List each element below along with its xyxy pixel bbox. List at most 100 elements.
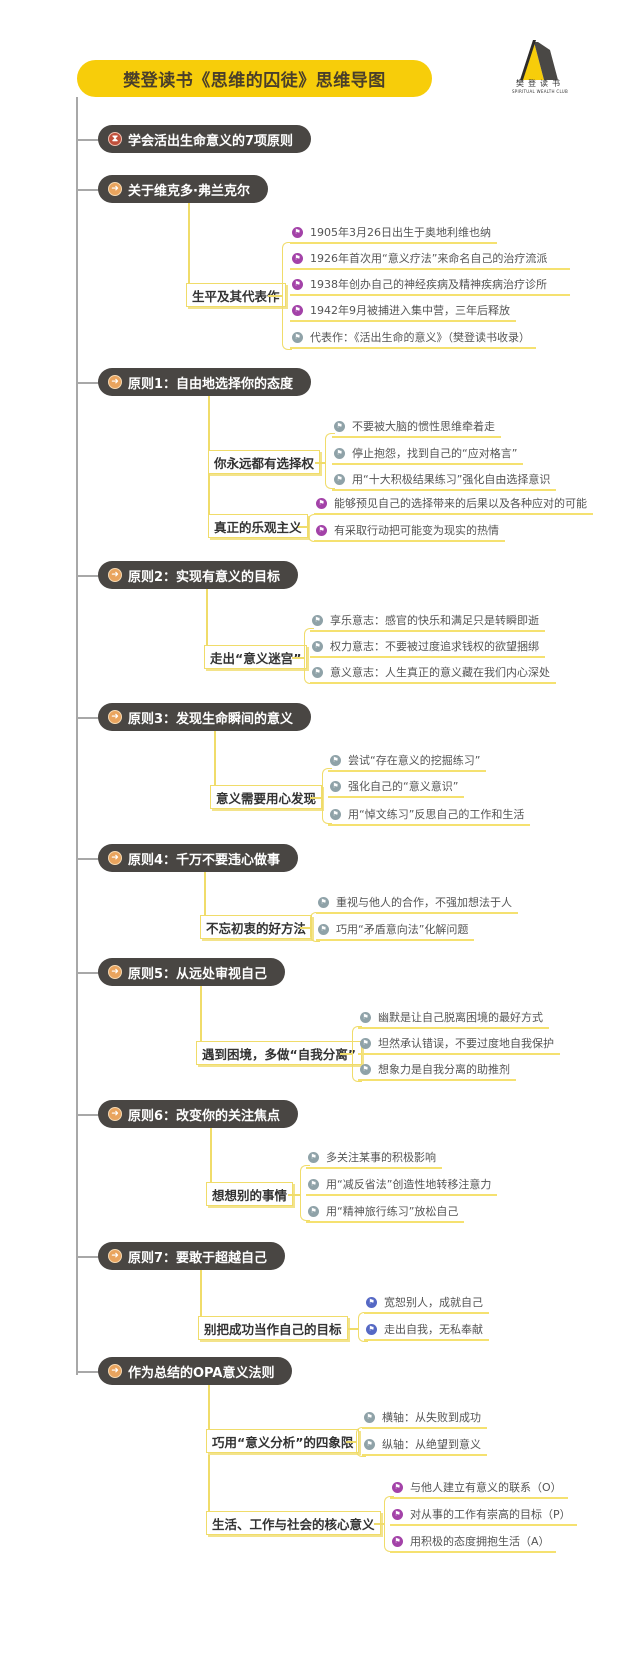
flag-icon: ⚑: [392, 1508, 403, 1520]
connector: [308, 514, 318, 542]
flag-icon: ⚑: [330, 808, 341, 820]
arrow-right-icon: ➜: [108, 375, 122, 389]
main-node-label: 作为总结的OPA意义法则: [128, 1365, 275, 1381]
main-node-label: 原则4：千万不要违心做事: [128, 852, 281, 868]
connector: [76, 139, 100, 141]
connector: [268, 295, 282, 297]
connector: [76, 382, 100, 384]
sub-node-meaning-maze[interactable]: 走出“意义迷宫”: [204, 645, 308, 669]
connector: [208, 1385, 210, 1525]
connector: [304, 628, 314, 684]
arrow-right-icon: ➜: [108, 1364, 122, 1378]
main-node-label: 原则1：自由地选择你的态度: [128, 376, 294, 392]
arrow-right-icon: ➜: [108, 1249, 122, 1263]
main-node-about-frankl[interactable]: ➜ 关于维克多·弗兰克尔: [98, 175, 268, 203]
main-node-principle-6[interactable]: ➜ 原则6：改变你的关注焦点: [98, 1100, 299, 1128]
connector: [188, 203, 190, 295]
connector: [76, 575, 100, 577]
flag-icon: ⚑: [330, 780, 341, 792]
connector: [200, 986, 202, 1052]
sub-node-self-detachment[interactable]: 遇到困境，多做“自我分离”: [196, 1041, 362, 1065]
connector: [374, 1523, 384, 1525]
connector: [282, 242, 292, 350]
flag-icon: ⚑: [292, 278, 303, 290]
connector: [348, 1328, 358, 1330]
mindmap-title: 樊登读书《思维的囚徒》思维导图: [77, 60, 432, 97]
hourglass-icon: ⧗: [108, 132, 122, 146]
sub-node-optimism[interactable]: 真正的乐观主义: [208, 514, 308, 538]
arrow-right-icon: ➜: [108, 965, 122, 979]
main-node-label: 原则3：发现生命瞬间的意义: [128, 711, 294, 727]
flag-icon: ⚑: [292, 252, 303, 264]
flag-icon: ⚑: [364, 1411, 375, 1423]
main-node-label: 学会活出生命意义的7项原则: [128, 133, 294, 149]
leaf-item: ⚑巧用“矛盾意向法”化解问题: [316, 919, 475, 941]
connector: [346, 1441, 356, 1443]
flag-icon: ⚑: [330, 754, 341, 766]
connector: [214, 731, 216, 797]
leaf-item: ⚑不要被大脑的惯性思维牵着走: [332, 416, 501, 438]
sub-node-think-else[interactable]: 想想别的事情: [206, 1182, 294, 1206]
flag-icon: ⚑: [308, 1151, 319, 1163]
connector: [298, 526, 308, 528]
main-node-label: 原则7：要敢于超越自己: [128, 1250, 268, 1266]
main-node-principle-2[interactable]: ➜ 原则2：实现有意义的目标: [98, 561, 299, 589]
leaf-item: ⚑幽默是让自己脱离困境的最好方式: [358, 1007, 549, 1029]
leaf-item: ⚑纵轴：从绝望到意义: [362, 1434, 487, 1456]
connector: [76, 717, 100, 719]
leaf-item: ⚑强化自己的“意义意识”: [328, 776, 465, 798]
sub-node-not-success[interactable]: 别把成功当作自己的目标: [198, 1316, 348, 1340]
connector: [325, 433, 335, 489]
arrow-right-icon: ➜: [108, 710, 122, 724]
leaf-item: ⚑用“悼文练习”反思自己的工作和生活: [328, 804, 531, 826]
flag-icon: ⚑: [312, 640, 323, 652]
flag-icon: ⚑: [364, 1438, 375, 1450]
connector: [204, 872, 206, 928]
flag-icon: ⚑: [308, 1178, 319, 1190]
flag-icon: ⚑: [366, 1296, 377, 1308]
arrow-right-icon: ➜: [108, 1107, 122, 1121]
leaf-item: ⚑用“减反省法”创造性地转移注意力: [306, 1174, 498, 1196]
arrow-right-icon: ➜: [108, 182, 122, 196]
leaf-item: ⚑横轴：从失败到成功: [362, 1407, 487, 1429]
leaf-item: ⚑重视与他人的合作，不强加想法于人: [316, 892, 518, 914]
connector: [356, 1427, 366, 1457]
leaf-item: ⚑1942年9月被捕进入集中营，三年后释放: [290, 300, 516, 322]
sub-node-discover-meaning[interactable]: 意义需要用心发现: [210, 785, 323, 809]
flag-icon: ⚑: [316, 497, 327, 509]
connector: [300, 1165, 310, 1221]
main-node-label: 原则6：改变你的关注焦点: [128, 1108, 281, 1124]
leaf-item: ⚑1905年3月26日出生于奥地利维也纳: [290, 222, 497, 244]
flag-icon: ⚑: [360, 1011, 371, 1023]
connector: [76, 972, 100, 974]
leaf-item: ⚑1938年创办自己的神经疾病及精神疾病治疗诊所: [290, 274, 570, 296]
tent-logo-icon: [520, 40, 558, 80]
flag-icon: ⚑: [292, 226, 303, 238]
sub-node-original-intention[interactable]: 不忘初衷的好方法: [200, 915, 313, 939]
sub-node-four-quadrants[interactable]: 巧用“意义分析”的四象限: [206, 1429, 360, 1453]
leaf-item: ⚑与他人建立有意义的联系（O）: [390, 1477, 568, 1499]
connector: [358, 1312, 368, 1342]
connector: [292, 657, 304, 659]
leaf-item: ⚑尝试“存在意义的挖掘练习”: [328, 750, 487, 772]
flag-icon: ⚑: [292, 331, 303, 343]
main-node-principle-4[interactable]: ➜ 原则4：千万不要违心做事: [98, 844, 299, 872]
connector: [210, 1128, 212, 1194]
main-node-principle-1[interactable]: ➜ 原则1：自由地选择你的态度: [98, 368, 312, 396]
connector: [340, 1053, 352, 1055]
connector: [310, 912, 320, 942]
flag-icon: ⚑: [292, 304, 303, 316]
sub-node-core-meaning[interactable]: 生活、工作与社会的核心意义: [206, 1511, 381, 1535]
connector: [352, 1026, 362, 1082]
leaf-item: ⚑停止抱怨，找到自己的“应对格言”: [332, 443, 524, 465]
main-node-seven-principles[interactable]: ⧗ 学会活出生命意义的7项原则: [98, 125, 312, 153]
arrow-right-icon: ➜: [108, 568, 122, 582]
main-node-principle-7[interactable]: ➜ 原则7：要敢于超越自己: [98, 1242, 286, 1270]
sub-node-choice[interactable]: 你永远都有选择权: [208, 450, 321, 474]
main-node-label: 原则5：从远处审视自己: [128, 966, 268, 982]
main-node-opa[interactable]: ➜ 作为总结的OPA意义法则: [98, 1357, 293, 1385]
leaf-item: ⚑宽恕别人，成就自己: [364, 1292, 489, 1314]
leaf-item: ⚑1926年首次用“意义疗法”来命名自己的治疗流派: [290, 248, 570, 270]
main-node-principle-5[interactable]: ➜ 原则5：从远处审视自己: [98, 958, 286, 986]
main-node-principle-3[interactable]: ➜ 原则3：发现生命瞬间的意义: [98, 703, 312, 731]
